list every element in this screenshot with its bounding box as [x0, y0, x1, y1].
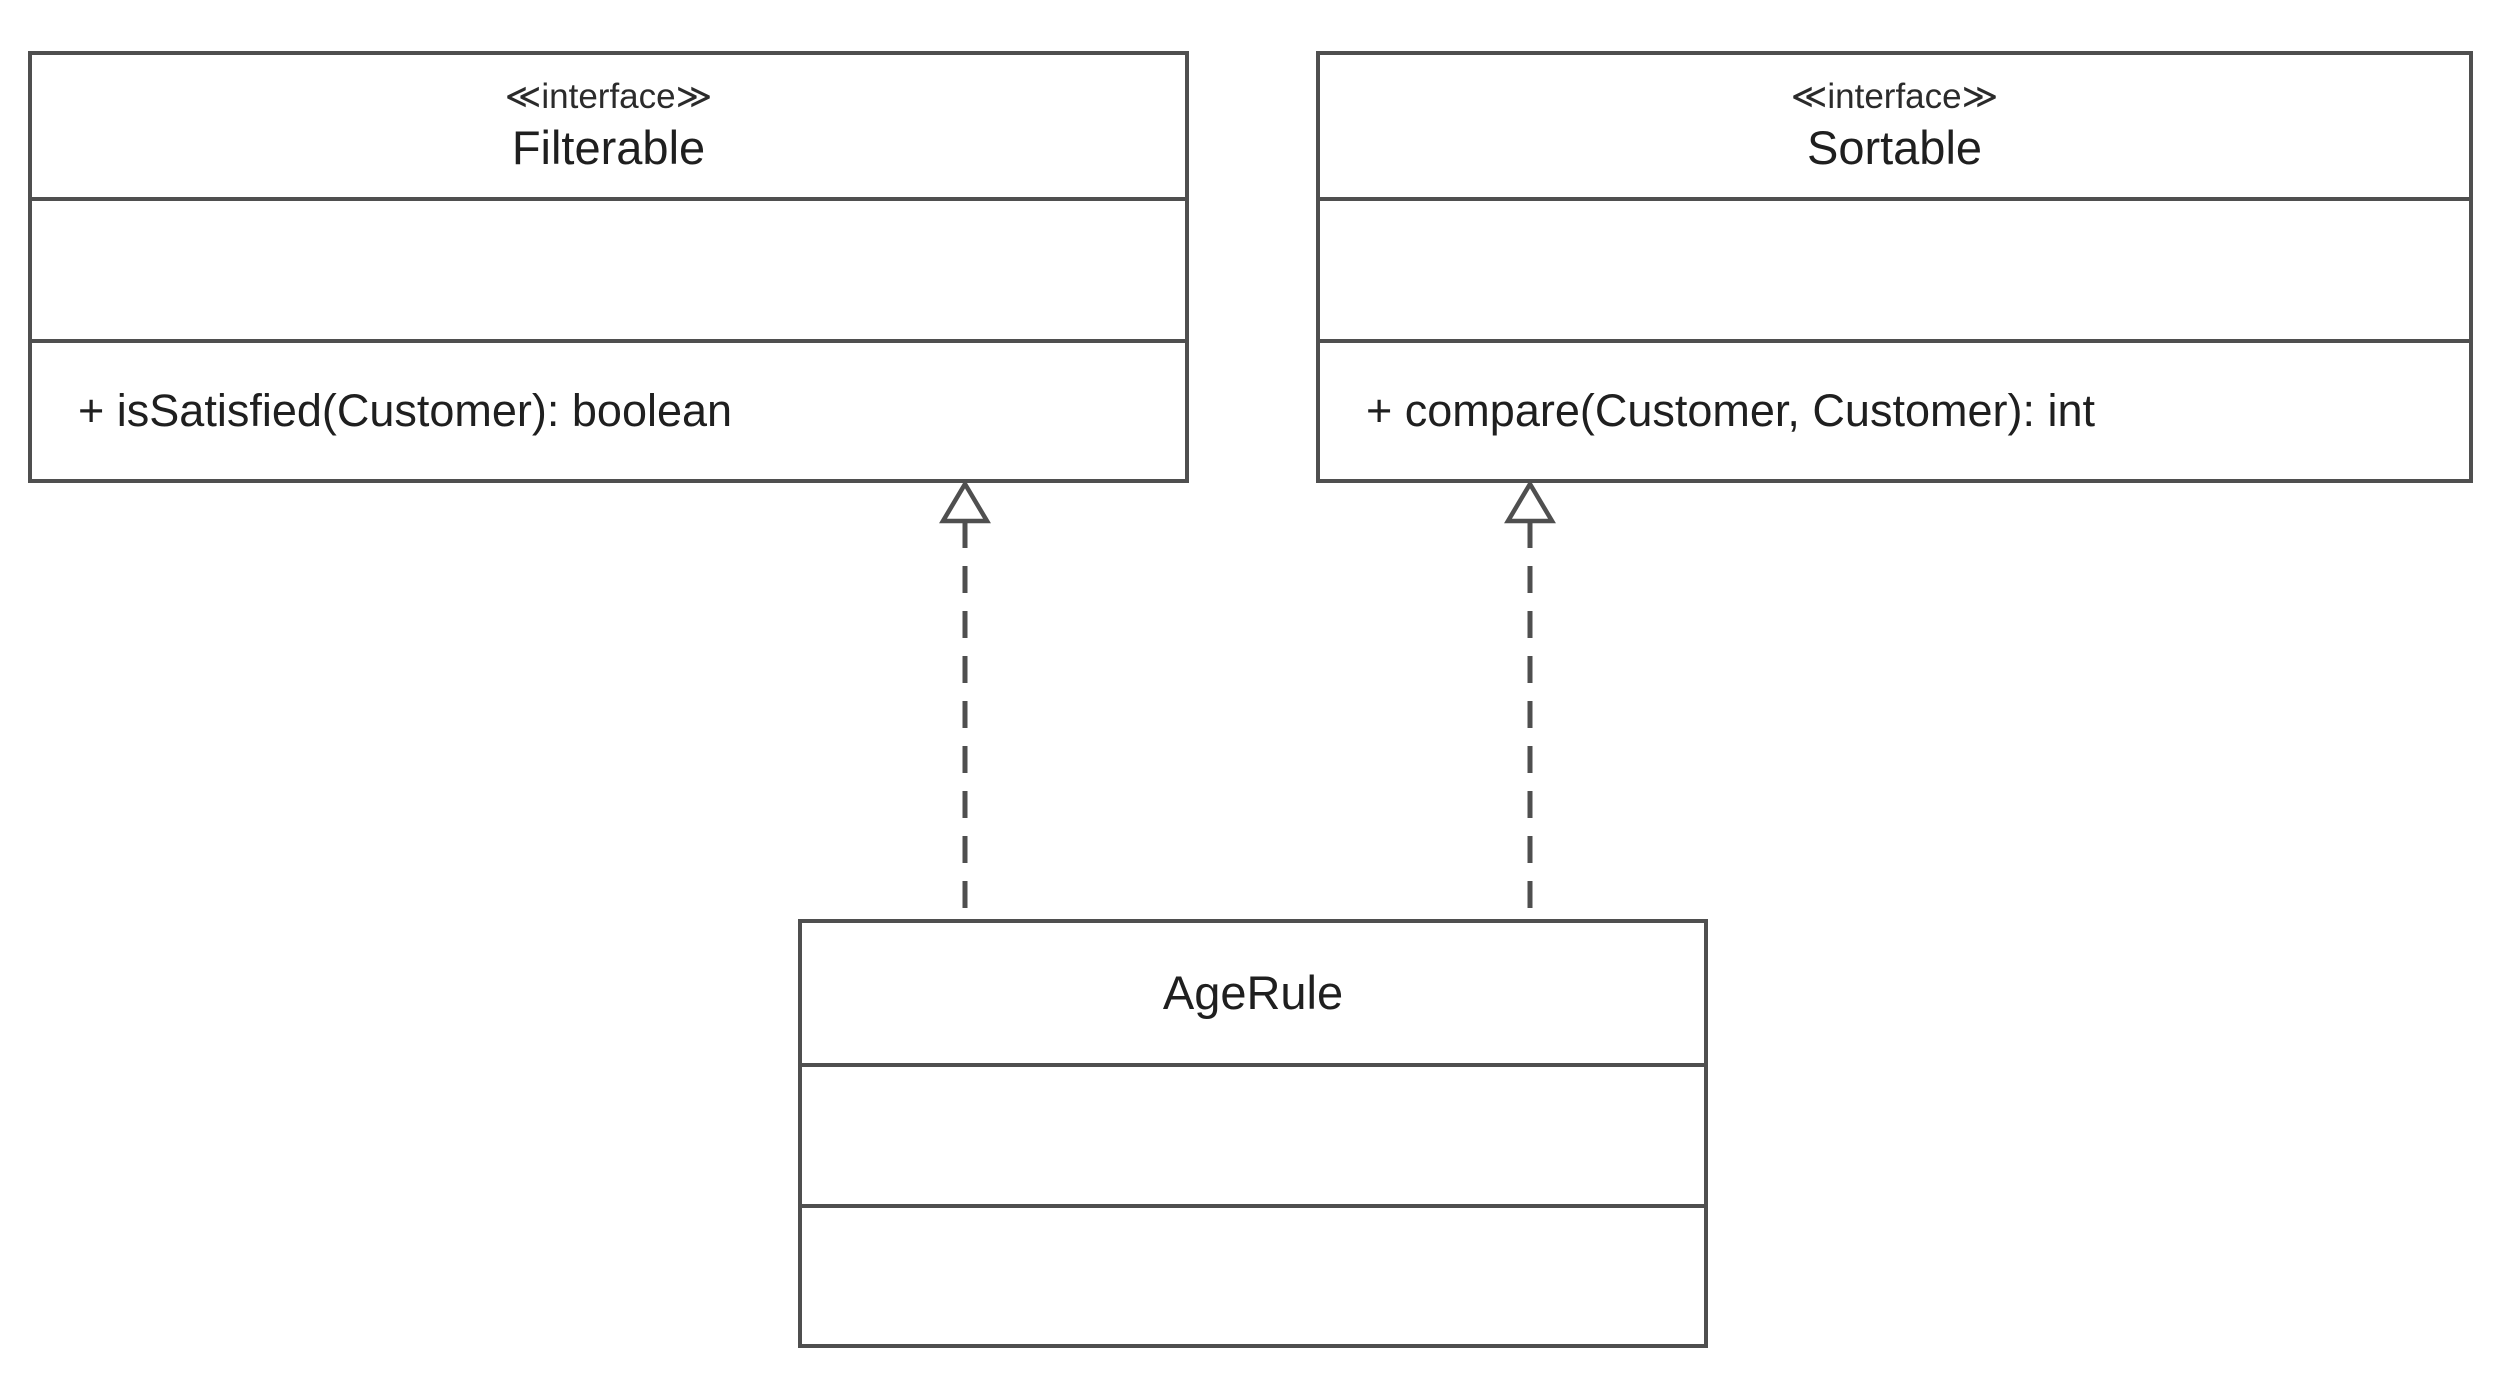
interface-sortable-methods-compartment: + compare(Customer, Customer): int [1320, 339, 2469, 479]
class-agerule-attributes-compartment [802, 1063, 1704, 1204]
interface-filterable-methods-compartment: + isSatisfied(Customer): boolean [32, 339, 1185, 479]
class-agerule-methods-compartment [802, 1204, 1704, 1344]
interface-sortable-box: ≪interface≫ Sortable + compare(Customer,… [1316, 51, 2473, 483]
interface-filterable-attributes-compartment [32, 197, 1185, 339]
class-agerule-header: AgeRule [802, 923, 1704, 1063]
interface-sortable-method-label: + compare(Customer, Customer): int [1366, 385, 2095, 436]
interface-stereotype-label: ≪interface≫ [504, 76, 713, 116]
class-agerule-name: AgeRule [1162, 966, 1344, 1020]
interface-sortable-header: ≪interface≫ Sortable [1320, 55, 2469, 197]
interface-sortable-name: Sortable [1806, 121, 1983, 175]
interface-filterable-method-label: + isSatisfied(Customer): boolean [78, 385, 733, 436]
hollow-triangle-arrowhead [939, 479, 991, 524]
interface-filterable-box: ≪interface≫ Filterable + isSatisfied(Cus… [28, 51, 1189, 483]
interface-filterable-name: Filterable [511, 121, 706, 175]
class-agerule-box: AgeRule [798, 919, 1708, 1348]
interface-stereotype-label: ≪interface≫ [1790, 76, 1999, 116]
interface-sortable-attributes-compartment [1320, 197, 2469, 339]
realization-arrow-to-filterable [939, 479, 991, 921]
hollow-triangle-arrowhead [1504, 479, 1556, 524]
interface-filterable-header: ≪interface≫ Filterable [32, 55, 1185, 197]
realization-arrow-to-sortable [1504, 479, 1556, 921]
